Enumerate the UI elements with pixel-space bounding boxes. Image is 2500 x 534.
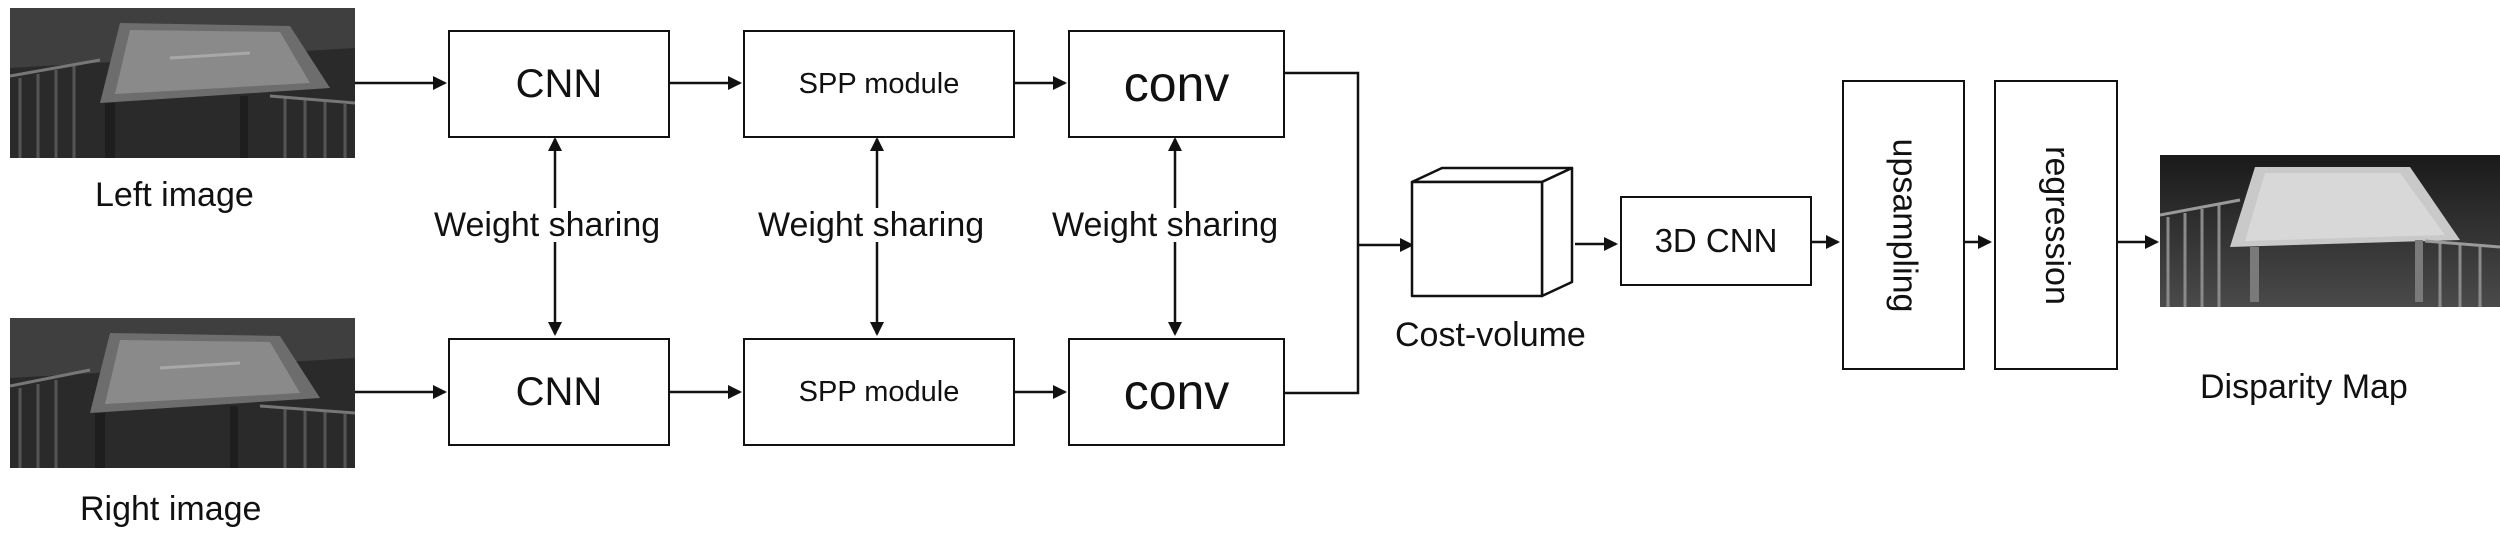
- bottom-conv-label: conv: [1123, 364, 1230, 420]
- weight-sharing-label-spp: Weight sharing: [756, 206, 987, 244]
- top-conv-label: conv: [1123, 56, 1230, 112]
- top-cnn-block: CNN: [448, 30, 670, 138]
- cost-volume-label: Cost-volume: [1395, 316, 1586, 354]
- upsampling-label: upsampling: [1885, 138, 1924, 312]
- weight-sharing-label-conv: Weight sharing: [1050, 206, 1281, 244]
- top-spp-block: SPP module: [743, 30, 1015, 138]
- bottom-spp-block: SPP module: [743, 338, 1015, 446]
- disparity-map-image: [2160, 155, 2500, 307]
- bottom-cnn-label: CNN: [515, 369, 603, 414]
- regression-block: regression: [1994, 80, 2118, 370]
- bottom-conv-block: conv: [1068, 338, 1285, 446]
- weight-sharing-label-cnn: Weight sharing: [432, 206, 663, 244]
- cnn3d-label: 3D CNN: [1654, 222, 1778, 259]
- cost-volume-cube: [1410, 166, 1574, 298]
- regression-label: regression: [2037, 145, 2076, 305]
- merge-line: [1285, 71, 1360, 395]
- left-image: [10, 8, 355, 158]
- cnn3d-block: 3D CNN: [1620, 196, 1812, 286]
- upsampling-block: upsampling: [1842, 80, 1965, 370]
- top-cnn-label: CNN: [515, 61, 603, 106]
- top-conv-block: conv: [1068, 30, 1285, 138]
- top-spp-label: SPP module: [798, 67, 960, 100]
- left-image-caption: Left image: [95, 176, 254, 214]
- right-image: [10, 318, 355, 468]
- bottom-cnn-block: CNN: [448, 338, 670, 446]
- bottom-spp-label: SPP module: [798, 375, 960, 408]
- right-image-caption: Right image: [80, 490, 262, 528]
- disparity-map-caption: Disparity Map: [2200, 368, 2408, 406]
